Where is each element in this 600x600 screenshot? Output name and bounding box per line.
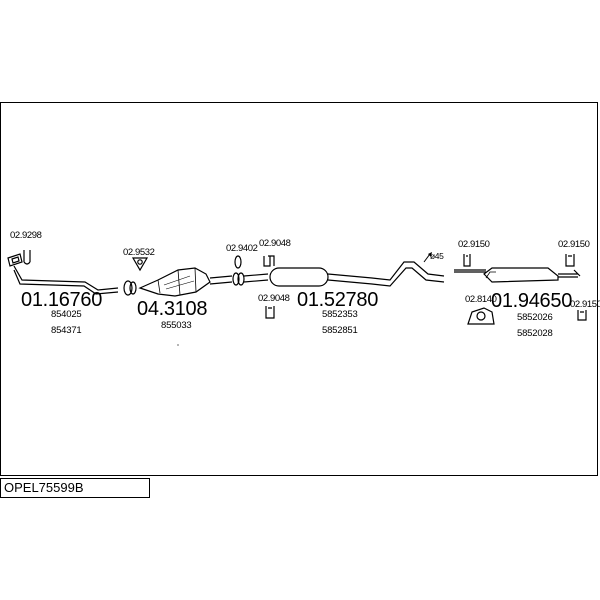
hanger-bottom-mid-label: 02.9048: [258, 293, 290, 304]
mount-bracket-icon: [467, 307, 495, 325]
hanger-rear-left-icon: [463, 254, 471, 267]
mid-pipe-icon: [243, 273, 269, 283]
cat-outlet-pipe-icon: [209, 275, 233, 285]
catalyst-oem-1: 855033: [161, 320, 192, 331]
rear-silencer-oem-2: 5852028: [517, 328, 553, 339]
front-clip-icon: [23, 250, 31, 265]
diameter-label: ø45: [430, 251, 444, 261]
hanger-rear-far-label: 02.9150: [570, 299, 600, 310]
diameter-arrow-icon: [423, 253, 431, 263]
cat-gasket-icon: [131, 257, 149, 272]
middle-silencer-oem-2: 5852851: [322, 325, 358, 336]
diagram-title: OPEL75599B: [4, 480, 84, 495]
clamp-ring-icon: [234, 255, 242, 269]
hanger-top-mid-label: 02.9048: [259, 238, 291, 249]
catalyst-icon: [138, 267, 211, 297]
rear-pipe-icon: [327, 261, 445, 287]
middle-silencer-icon: [269, 267, 329, 287]
rear-strap-icon: [454, 269, 486, 273]
rear-silencer-oem-1: 5852026: [517, 312, 553, 323]
front-gasket-hole-icon: [11, 256, 20, 264]
clamp-ring-label: 02.9402: [226, 243, 258, 254]
hanger-rear-far-icon: [577, 310, 587, 321]
hanger-rear-left-label: 02.9150: [458, 239, 490, 250]
rear-tail-icon: [558, 269, 581, 278]
middle-silencer-oem-1: 5852353: [322, 309, 358, 320]
hanger-top-mid-icon: [263, 255, 275, 267]
front-pipe-oem-2: 854371: [51, 325, 82, 336]
front-gasket-icon: [7, 253, 23, 267]
rear-silencer-ref: 01.94650: [491, 290, 573, 312]
hanger-bottom-mid-icon: [265, 306, 275, 319]
front-flange-icon: [123, 280, 133, 296]
rear-silencer-icon: [483, 267, 559, 283]
front-pipe-ref: 01.16760: [21, 289, 103, 311]
mount-bracket-label: 02.8140: [465, 294, 497, 305]
hanger-rear-right-label: 02.9150: [558, 239, 590, 250]
front-pipe-icon: [13, 265, 119, 295]
title-box: OPEL75599B: [0, 478, 150, 498]
front-pipe-oem-1: 854025: [51, 309, 82, 320]
cat-gasket-label: 02.9532: [123, 247, 155, 258]
front-gasket-label: 02.9298: [10, 230, 42, 241]
cat-outlet-flange-icon: [232, 272, 240, 286]
diagram-frame: [0, 102, 598, 476]
hanger-rear-right-icon: [565, 254, 575, 267]
catalyst-ref: 04.3108: [137, 298, 208, 320]
middle-silencer-ref: 01.52780: [297, 289, 379, 311]
